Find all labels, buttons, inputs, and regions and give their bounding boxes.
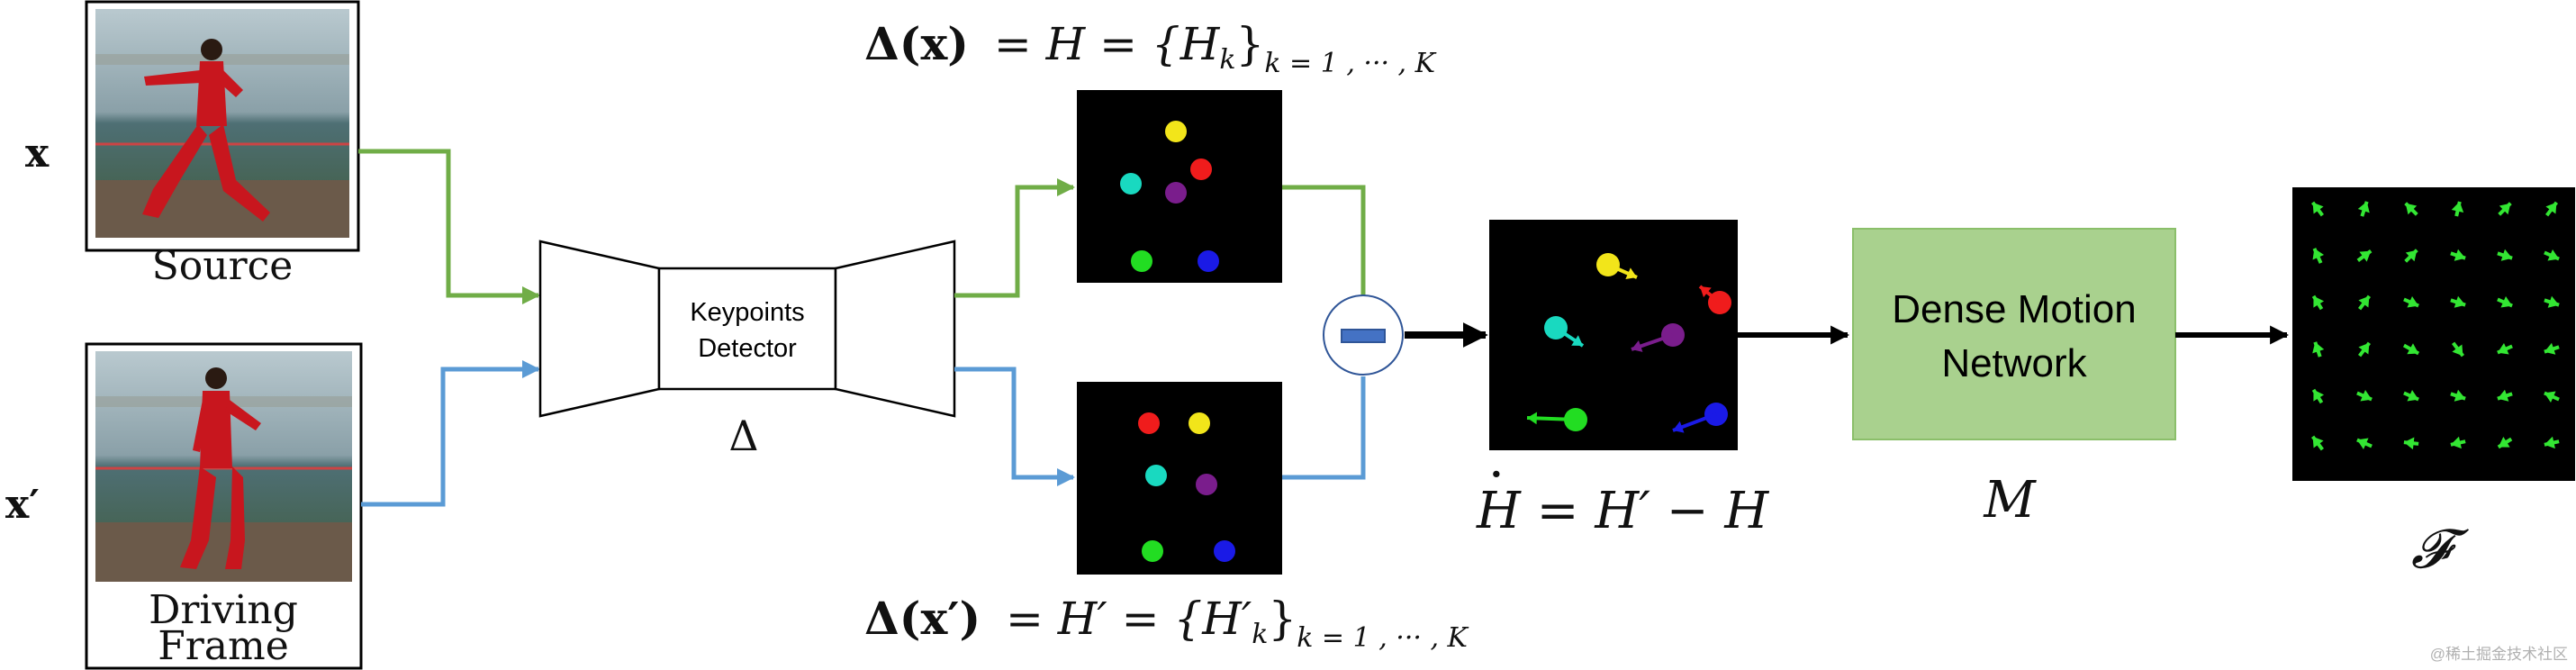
motion-arrow-head [1571, 335, 1583, 346]
network-symbol: M [1983, 471, 2037, 530]
motion-arrow-head [1625, 267, 1637, 279]
flow-vector-head [2312, 202, 2324, 214]
flow-vector-head [2498, 436, 2510, 448]
keypoint-dot [1189, 412, 1210, 434]
flow-vector-head [2407, 389, 2419, 402]
driving-arrow [361, 360, 540, 507]
top-heatmap-line [1282, 185, 1366, 295]
driving-keypoints-heatmap [1077, 382, 1282, 575]
keypoint-dot [1142, 540, 1163, 562]
flow-vector-head [2407, 343, 2419, 355]
flow-vector-head [2313, 389, 2325, 402]
network-label-line1: Dense Motion [1892, 287, 2136, 331]
flow-vector-head [2358, 342, 2370, 355]
flow-vector-head [2454, 295, 2466, 308]
flow-vector-head [2450, 436, 2462, 449]
flow-vector-head [2359, 250, 2372, 262]
source-keypoints-heatmap [1077, 90, 1282, 283]
flow-vector-head [2500, 295, 2513, 308]
source-arrow [358, 149, 540, 304]
source-symbol: x [25, 131, 50, 177]
motion-arrow-head [1527, 412, 1538, 425]
flow-vector-head [2357, 201, 2370, 213]
keypoint-dot [1165, 182, 1187, 204]
flow-vector-head [2544, 436, 2555, 449]
flow-vector-head [2356, 438, 2369, 450]
flow-vector-head [2312, 341, 2325, 354]
detector-label-line2: Detector [698, 334, 797, 363]
flow-vector-head [2544, 342, 2556, 355]
flow-vector-head [2451, 201, 2464, 213]
flow-vector-head [2545, 202, 2557, 214]
keypoint-dot [1198, 250, 1219, 272]
source-image [85, 0, 360, 252]
driving-image [85, 342, 363, 670]
keypoint-dot [1214, 540, 1235, 562]
flow-vector-head [2452, 344, 2463, 357]
keypoint-dot [1131, 250, 1152, 272]
source-caption: Source [152, 243, 294, 289]
flow-vector-head [2497, 342, 2509, 355]
keypoint-dot [1120, 173, 1142, 195]
flow-vector-head [2313, 295, 2325, 308]
driving-caption-line1: Driving [149, 587, 298, 633]
difference-formula: H = H′ − H [1476, 482, 1769, 540]
subtract-operator [1323, 294, 1404, 376]
detector-to-bottom-arrow [954, 367, 1075, 486]
flow-vector-head [2360, 389, 2373, 402]
flow-vector-head [2405, 203, 2418, 215]
flow-vector-head [2407, 295, 2419, 308]
keypoint-dot [1165, 121, 1187, 142]
detector-to-top-arrow [954, 178, 1075, 298]
difference-dot: · [1488, 446, 1505, 504]
flow-vector-head [2358, 295, 2370, 308]
flow-vector-head [2403, 437, 2415, 450]
dense-motion-network [1852, 228, 2176, 440]
flow-vector-head [2405, 249, 2418, 262]
driving-symbol: x′ [5, 482, 40, 528]
keypoint-difference-heatmap [1489, 220, 1738, 450]
flow-vector-head [2547, 249, 2560, 261]
flow-vector-head [2312, 248, 2325, 260]
minus-icon [1341, 329, 1386, 343]
detector-symbol: Δ [728, 412, 758, 460]
detector-label-line1: Keypoints [690, 298, 804, 327]
driving-caption-line2: Frame [158, 623, 289, 669]
keypoint-dot [1190, 158, 1212, 180]
flow-vector-head [2547, 295, 2560, 308]
dense-flow-field [2292, 187, 2575, 481]
top-formula: Δ(x) = H = {Hk}k = 1 , ··· , K [864, 17, 1437, 79]
watermark: @稀土掘金技术社区 [2430, 646, 2568, 663]
flow-symbol: 𝓕 [2411, 518, 2470, 581]
keypoints-detector [538, 240, 956, 418]
motion-arrow-head [1700, 286, 1712, 298]
flow-vector-head [2454, 249, 2466, 261]
flow-vector-head [2312, 436, 2324, 448]
motion-arrow-head [1631, 340, 1643, 352]
keypoint-dot [1196, 474, 1217, 495]
bottom-formula: Δ(x′) = H′ = {H′k}k = 1 , ··· , K [864, 592, 1469, 654]
flow-vector-head [2497, 389, 2509, 402]
keypoint-dot [1138, 412, 1160, 434]
keypoint-dot [1145, 465, 1167, 486]
bottom-heatmap-line [1282, 376, 1366, 480]
motion-arrow-head [1673, 421, 1685, 433]
network-label-line2: Network [1941, 341, 2087, 385]
flow-vector-head [2544, 391, 2556, 403]
flow-vector-head [2499, 203, 2511, 215]
flow-vector-head [2454, 389, 2466, 402]
flow-vector-head [2500, 249, 2513, 261]
